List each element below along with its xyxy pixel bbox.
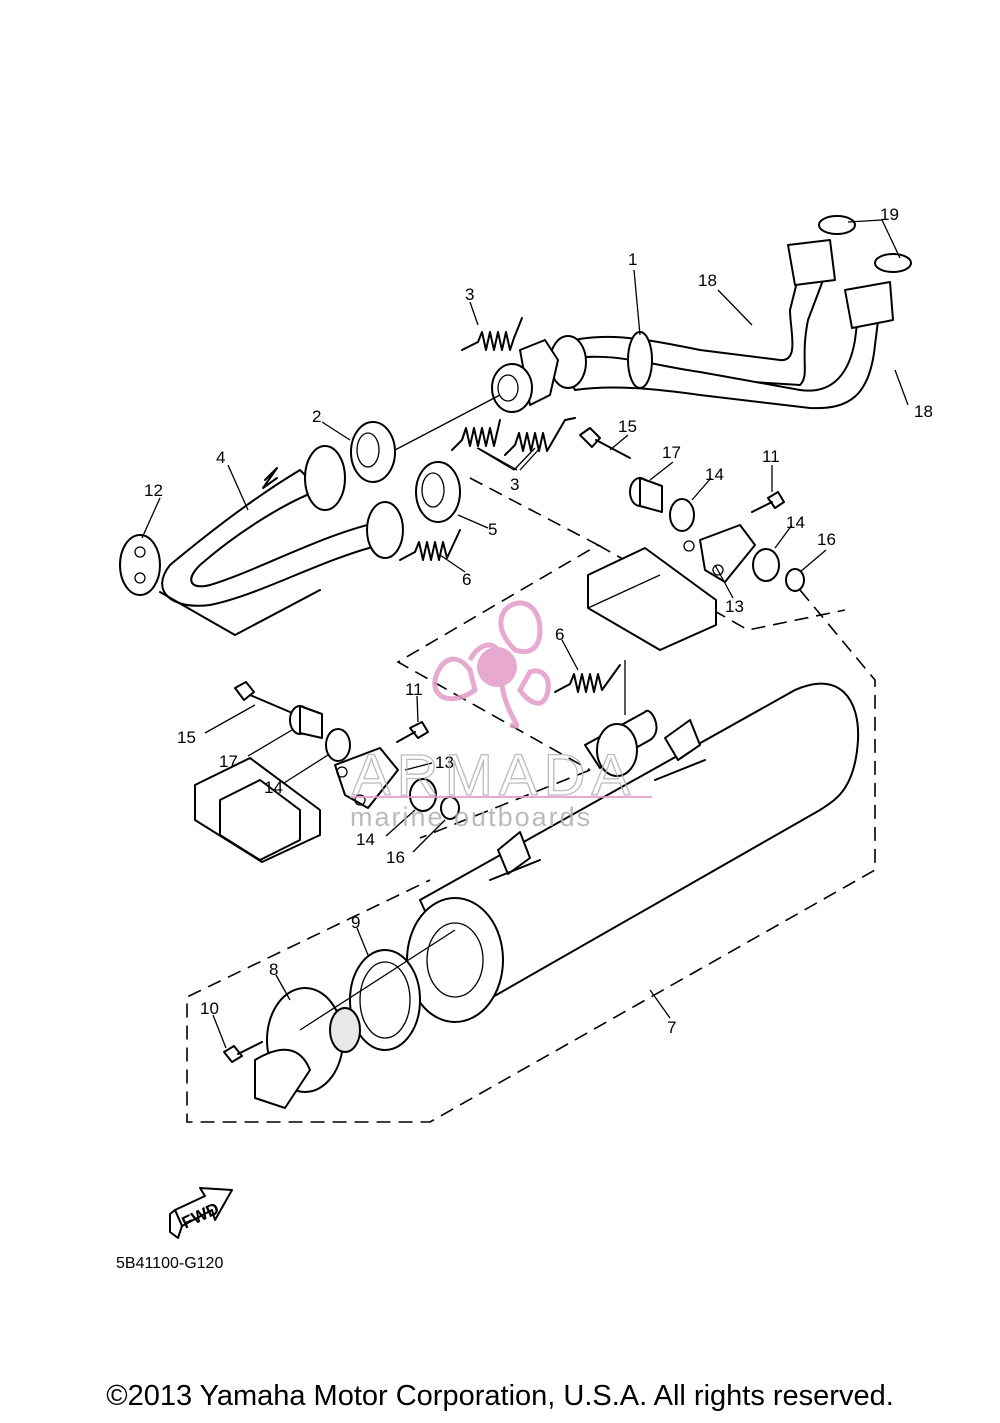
callout-18-upper: 18: [698, 271, 717, 290]
callout-12: 12: [144, 481, 163, 500]
callout-10: 10: [200, 999, 219, 1018]
propeller-logo-icon: [432, 600, 551, 729]
diagram-code: 5B41100-G120: [116, 1255, 224, 1272]
forward-direction-arrow-icon: FWD: [169, 1187, 233, 1239]
callout-16-upper: 16: [817, 530, 836, 549]
callout-1: 1: [628, 250, 637, 269]
callout-8: 8: [269, 960, 278, 979]
copyright-notice: ©2013 Yamaha Motor Corporation, U.S.A. A…: [106, 1380, 894, 1412]
callout-13-upper: 13: [725, 597, 744, 616]
watermark-tagline: marine outboards: [350, 802, 592, 832]
callout-17-upper: 17: [662, 443, 681, 462]
callout-17-lower: 17: [219, 752, 238, 771]
callout-3-upper: 3: [465, 285, 474, 304]
pipe-joint-flange: [491, 339, 559, 413]
callout-18-lower: 18: [914, 402, 933, 421]
callout-3-lower: 3: [510, 475, 519, 494]
armada-watermark: ARMADA marine outboards: [350, 600, 652, 832]
callout-11-lower: 11: [405, 680, 423, 699]
callout-16-lower: 16: [386, 848, 405, 867]
callout-14-c: 14: [264, 778, 283, 797]
callout-19: 19: [880, 205, 899, 224]
callout-9: 9: [351, 913, 360, 932]
callout-14-b: 14: [786, 513, 805, 532]
mid-pipe-part-4: [159, 445, 404, 636]
lower-mount-hardware: [194, 681, 460, 863]
callout-5: 5: [488, 520, 497, 539]
callout-15-upper: 15: [618, 417, 637, 436]
callout-15-lower: 15: [177, 728, 196, 747]
callout-6-upper: 6: [462, 570, 471, 589]
upper-mount-hardware: [579, 427, 805, 651]
end-cap-part-8: [254, 987, 361, 1109]
muffler-part-7: [406, 682, 860, 1023]
callout-7: 7: [667, 1018, 676, 1037]
watermark-brand: ARMADA: [352, 743, 636, 808]
callout-13-lower: 13: [435, 753, 454, 772]
callout-14-d: 14: [356, 830, 375, 849]
gasket-part-5: [415, 461, 461, 523]
bolt-part-10: [223, 1041, 263, 1063]
springs-part-6: [399, 529, 626, 715]
gasket-part-2: [350, 394, 501, 483]
springs-part-3: [451, 317, 576, 471]
callout-2: 2: [312, 407, 321, 426]
callout-4: 4: [216, 448, 225, 467]
callout-labels: 1 2 3 3 4 5 6 6 7 8 9 10 11 11 12 13 13 …: [144, 205, 933, 1037]
callout-6-lower: 6: [555, 625, 564, 644]
exhaust-pipe-part-1: [549, 215, 912, 410]
callout-leader-lines: [141, 219, 909, 1049]
callout-11-upper: 11: [762, 447, 780, 466]
end-gasket-part-9: [349, 949, 421, 1051]
callout-14-a: 14: [705, 465, 724, 484]
damper-part-12: [119, 534, 161, 596]
